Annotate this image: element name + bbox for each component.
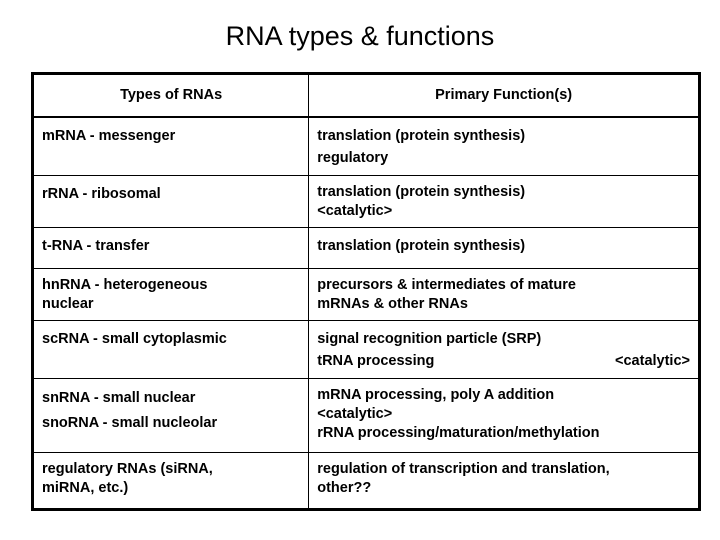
text-line: other??	[317, 479, 372, 496]
text-line: snoRNA - small nucleolar	[42, 414, 218, 431]
cell-rna-function: translation (protein synthesis) regulato…	[308, 116, 700, 176]
cell-rna-function: regulation of transcription and translat…	[308, 451, 700, 510]
cell-rna-function: translation (protein synthesis) <catalyt…	[308, 174, 700, 228]
table-row: regulatory RNAs (siRNA, miRNA, etc.) reg…	[31, 451, 700, 510]
cell-rna-type: t-RNA - transfer	[31, 226, 310, 269]
column-header-types: Types of RNAs	[31, 73, 310, 118]
page-title: RNA types & functions	[225, 21, 495, 51]
text-line: regulatory	[317, 149, 389, 166]
rna-function-text: regulation of transcription and translat…	[309, 453, 698, 504]
text-line: miRNA, etc.)	[42, 479, 129, 496]
text-line: mRNA - messenger	[42, 127, 176, 144]
rna-function-text: signal recognition particle (SRP) tRNA p…	[309, 321, 698, 378]
text-line: <catalytic>	[317, 405, 393, 422]
text-line: precursors & intermediates of mature	[317, 276, 576, 293]
table-row: hnRNA - heterogeneous nuclear precursors…	[31, 267, 700, 321]
cell-rna-type: mRNA - messenger	[31, 116, 310, 176]
cell-rna-type: snRNA - small nuclear snoRNA - small nuc…	[31, 377, 310, 453]
text-line: signal recognition particle (SRP)	[317, 330, 542, 347]
rna-type-text: regulatory RNAs (siRNA, miRNA, etc.)	[34, 453, 308, 504]
text-line: hnRNA - heterogeneous	[42, 276, 208, 293]
cell-rna-type: rRNA - ribosomal	[31, 174, 310, 228]
text-line: nuclear	[42, 295, 94, 312]
text-line: t-RNA - transfer	[42, 237, 150, 254]
text-line: translation (protein synthesis)	[317, 183, 526, 200]
rna-function-text: mRNA processing, poly A addition <cataly…	[309, 379, 698, 449]
rna-function-text: translation (protein synthesis) regulato…	[309, 118, 698, 175]
text-line: regulatory RNAs (siRNA,	[42, 460, 213, 477]
rna-type-text: scRNA - small cytoplasmic	[34, 321, 308, 356]
table-row: scRNA - small cytoplasmic signal recogni…	[31, 319, 700, 379]
text-line: scRNA - small cytoplasmic	[42, 330, 227, 347]
table-row: rRNA - ribosomal translation (protein sy…	[31, 174, 700, 228]
table-row: mRNA - messenger translation (protein sy…	[31, 116, 700, 176]
text-line: translation (protein synthesis)	[317, 127, 526, 144]
rna-function-text: translation (protein synthesis) <catalyt…	[309, 176, 698, 227]
rna-type-text: rRNA - ribosomal	[34, 176, 308, 211]
cell-rna-type: hnRNA - heterogeneous nuclear	[31, 267, 310, 321]
text-line: translation (protein synthesis)	[317, 237, 526, 254]
text-line: tRNA processing <catalytic>	[317, 350, 690, 372]
text-line-main: tRNA processing	[317, 352, 435, 369]
text-line: mRNAs & other RNAs	[317, 295, 468, 312]
rna-type-text: t-RNA - transfer	[34, 228, 308, 263]
rna-function-text: precursors & intermediates of mature mRN…	[309, 269, 698, 320]
cell-rna-function: mRNA processing, poly A addition <cataly…	[308, 377, 700, 453]
rna-type-text: snRNA - small nuclear snoRNA - small nuc…	[34, 379, 308, 442]
table-row: t-RNA - transfer translation (protein sy…	[31, 226, 700, 269]
catalytic-tag: <catalytic>	[615, 352, 690, 369]
table-header-row: Types of RNAs Primary Function(s)	[31, 73, 700, 118]
cell-rna-type: regulatory RNAs (siRNA, miRNA, etc.)	[31, 451, 310, 510]
text-line: <catalytic>	[317, 202, 393, 219]
text-line: snRNA - small nuclear	[42, 389, 196, 406]
rna-type-text: hnRNA - heterogeneous nuclear	[34, 269, 308, 320]
text-line: rRNA processing/maturation/methylation	[317, 424, 600, 441]
text-line: rRNA - ribosomal	[42, 185, 161, 202]
column-header-functions: Primary Function(s)	[308, 73, 700, 118]
rna-function-text: translation (protein synthesis)	[309, 228, 698, 263]
cell-rna-function: precursors & intermediates of mature mRN…	[308, 267, 700, 321]
text-line: mRNA processing, poly A addition	[317, 386, 555, 403]
text-line: regulation of transcription and translat…	[317, 460, 610, 477]
rna-type-text: mRNA - messenger	[34, 118, 308, 153]
table-row: snRNA - small nuclear snoRNA - small nuc…	[31, 377, 700, 453]
column-header-types-label: Types of RNAs	[120, 87, 223, 104]
column-header-functions-label: Primary Function(s)	[435, 87, 573, 104]
cell-rna-function: signal recognition particle (SRP) tRNA p…	[308, 319, 700, 379]
rna-types-table: Types of RNAs Primary Function(s) mRNA -…	[31, 72, 701, 511]
cell-rna-function: translation (protein synthesis)	[308, 226, 700, 269]
cell-rna-type: scRNA - small cytoplasmic	[31, 319, 310, 379]
